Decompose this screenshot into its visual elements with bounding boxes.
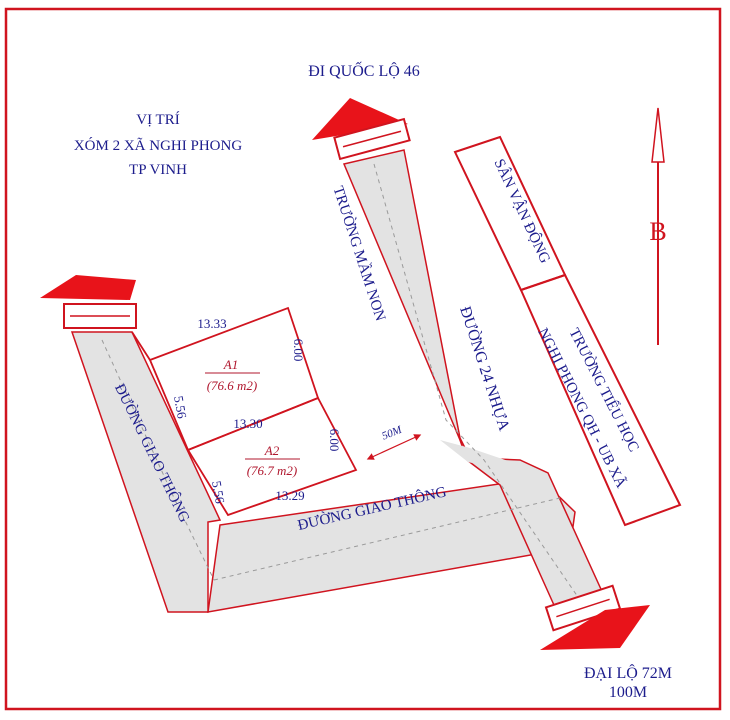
lot-a2-outline (186, 396, 358, 517)
road-centerlines (101, 163, 581, 601)
school-box (519, 273, 682, 527)
road-left-vertical (70, 331, 222, 613)
top-direction-label: ĐI QUỐC LỘ 46 (308, 61, 420, 80)
lot-a2-bottom-dim: 13.29 (275, 488, 304, 503)
north-symbol: B (649, 217, 666, 246)
arrow-bottom (540, 584, 650, 650)
lot-a1-area: (76.6 m2) (207, 378, 258, 393)
lot-edge (131, 331, 151, 361)
road-junction (440, 440, 548, 480)
lot-a2-left-dim: 5.56 (209, 480, 228, 506)
arrow-top (312, 98, 411, 161)
road-main-label: ĐƯỜNG 24 NHỰA (456, 304, 514, 434)
stadium-label: SÂN VẬN ĐỘNG (490, 156, 553, 266)
location-line1: VỊ TRÍ (136, 111, 179, 128)
lot-a2-area: (76.7 m2) (247, 463, 298, 478)
bottom-direction-line1: ĐẠI LỘ 72M (584, 663, 672, 682)
north-arrow (651, 107, 665, 345)
lots (131, 306, 358, 517)
lot-a1-top-dim: 13.33 (197, 316, 226, 331)
lot-a2-name: A2 (264, 443, 280, 458)
road-end-arrows (40, 98, 650, 650)
arrow-left (40, 275, 137, 329)
landmark-boxes (453, 135, 682, 527)
distance-marker-line (366, 434, 422, 460)
distance-marker-label: 50M (380, 424, 404, 443)
lot-a2-right-dim: 6.00 (327, 429, 342, 452)
stadium-box (453, 135, 567, 292)
road-network (70, 149, 607, 615)
map-frame (4, 7, 722, 711)
bottom-direction-line2: 100M (609, 684, 647, 701)
location-line2: XÓM 2 XÃ NGHI PHONG (74, 137, 243, 154)
centerline-left (101, 339, 215, 581)
lot-a1-right-dim: 6.00 (291, 339, 306, 362)
centerline-bottom (213, 497, 561, 581)
lot-shared-dim: 13.30 (233, 416, 262, 431)
lot-a1-left-dim: 5.56 (171, 395, 190, 421)
location-line3: TP VINH (129, 162, 187, 178)
lot-a1-name: A1 (223, 357, 238, 372)
